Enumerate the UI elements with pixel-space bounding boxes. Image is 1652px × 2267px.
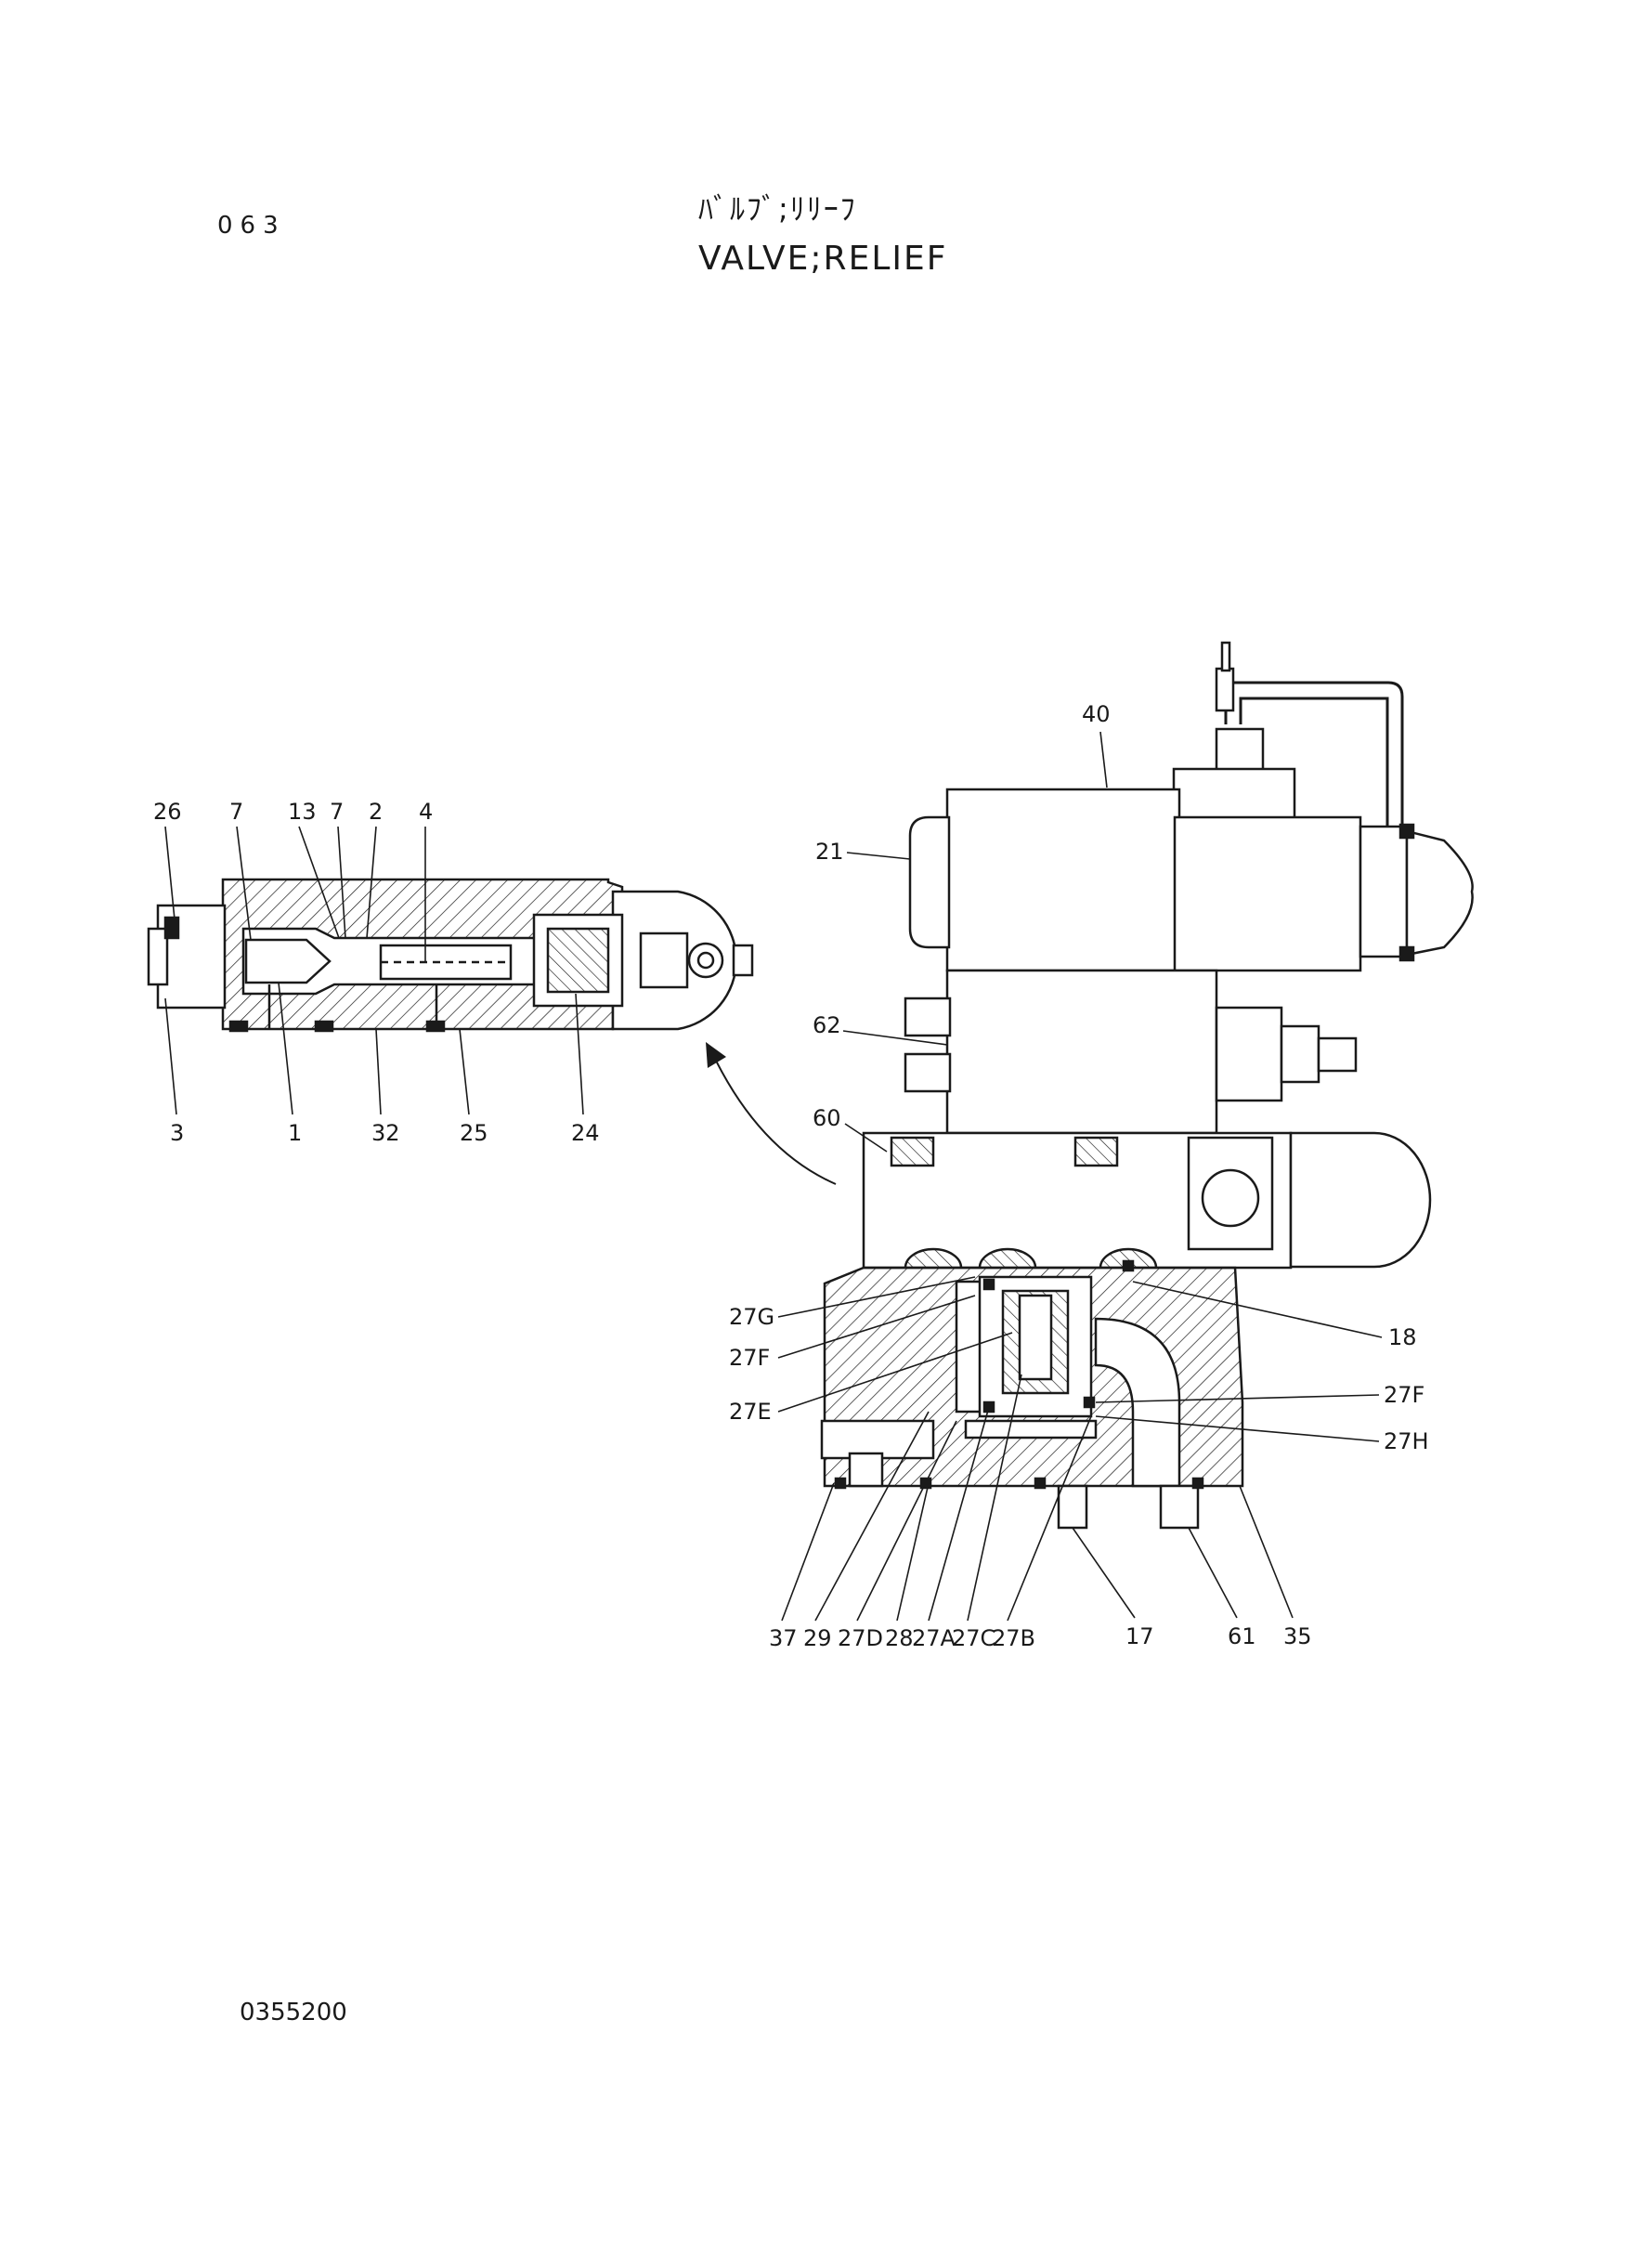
relief-valve-section [147, 878, 754, 1033]
section-arrow [714, 1058, 837, 1185]
callout-32: 32 [371, 1120, 400, 1146]
callout-18: 18 [1388, 1324, 1417, 1350]
callout-62: 62 [813, 1012, 841, 1038]
callout-2: 2 [369, 799, 383, 825]
callout-28: 28 [885, 1625, 914, 1651]
callout-27f-right: 27F [1384, 1382, 1424, 1408]
callout-27f-left: 27F [729, 1345, 770, 1371]
callout-37: 37 [769, 1625, 798, 1651]
arrow-head-icon [706, 1042, 726, 1068]
drawing-number: 0355200 [240, 1999, 347, 2026]
callout-1: 1 [288, 1120, 302, 1146]
callout-27g: 27G [729, 1304, 774, 1330]
callout-40: 40 [1082, 701, 1111, 727]
callout-27a: 27A [912, 1625, 956, 1651]
callout-61: 61 [1228, 1623, 1256, 1649]
callout-27h: 27H [1384, 1428, 1429, 1454]
callout-17: 17 [1125, 1623, 1154, 1649]
callout-21: 21 [815, 839, 844, 865]
title-english: VALVE;RELIEF [698, 240, 948, 278]
callout-60: 60 [813, 1105, 841, 1131]
callout-26: 26 [153, 799, 182, 825]
callout-25: 25 [460, 1120, 488, 1146]
callout-27e: 27E [729, 1399, 772, 1425]
right-callouts: 40 21 62 60 27G 27F 27E 18 27F 27H 37 29… [729, 701, 1429, 1651]
callout-4: 4 [419, 799, 433, 825]
valve-assembly [820, 641, 1474, 1530]
left-leader-lines [164, 826, 584, 1115]
callout-13: 13 [288, 799, 317, 825]
page-number: 063 [217, 212, 286, 240]
callout-27d: 27D [838, 1625, 883, 1651]
left-callouts: 26 7 13 7 2 4 3 1 32 25 24 [153, 799, 600, 1146]
callout-27b: 27B [992, 1625, 1035, 1651]
right-leader-lines [777, 731, 1383, 1622]
callout-7a: 7 [229, 799, 243, 825]
callout-35: 35 [1283, 1623, 1312, 1649]
callout-29: 29 [803, 1625, 832, 1651]
callout-3: 3 [170, 1120, 184, 1146]
title-japanese: ﾊﾞﾙﾌﾞ;ﾘﾘｰﾌ [698, 191, 857, 227]
callout-27c: 27C [952, 1625, 995, 1651]
callout-7b: 7 [330, 799, 344, 825]
callout-24: 24 [571, 1120, 600, 1146]
